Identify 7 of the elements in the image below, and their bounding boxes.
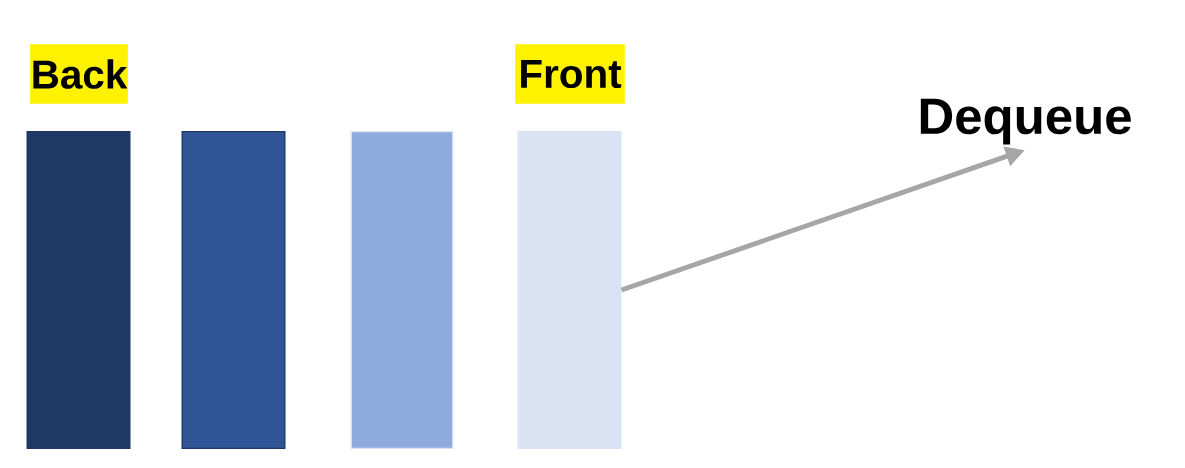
queue-bar (517, 130, 622, 450)
queue-bar (350, 130, 454, 450)
action-label: Dequeue (920, 98, 1131, 145)
queue-bar (26, 130, 131, 450)
queue-bar (181, 130, 286, 450)
highlighted-label: Front (515, 44, 625, 104)
highlighted-label: Back (30, 44, 128, 104)
